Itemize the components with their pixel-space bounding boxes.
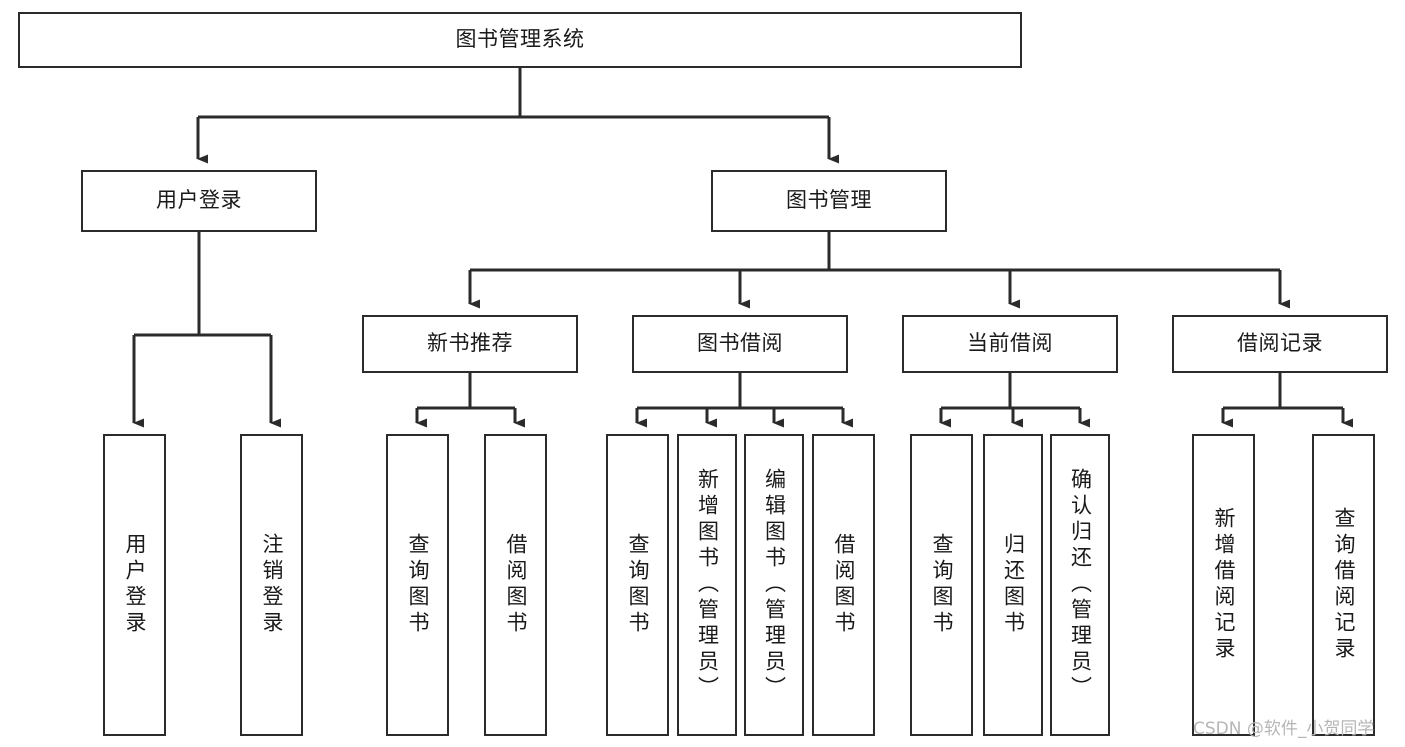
node-label: 注销登录 [260, 533, 284, 637]
node-new-book-recommend[interactable]: 新书推荐 [362, 315, 578, 373]
node-label: 新书推荐 [427, 331, 513, 356]
node-borrow-record[interactable]: 借阅记录 [1172, 315, 1388, 373]
node-label: 图书管理系统 [455, 27, 585, 52]
leaf-leaf-query-book-rec[interactable]: 查询图书 [386, 434, 449, 736]
node-book-manage[interactable]: 图书管理 [711, 170, 947, 232]
leaf-leaf-query-book-cur[interactable]: 查询图书 [910, 434, 973, 736]
connector-lines [132, 68, 1353, 428]
leaf-leaf-add-record[interactable]: 新增借阅记录 [1192, 434, 1255, 736]
node-label: 当前借阅 [967, 331, 1053, 356]
node-label: 新增图书（管理员） [695, 468, 720, 702]
node-label: 查询图书 [406, 533, 430, 637]
node-label: 查询图书 [930, 533, 954, 637]
node-label: 查询图书 [626, 533, 650, 637]
node-label: 查询借阅记录 [1332, 507, 1356, 663]
node-label: 借阅记录 [1237, 331, 1323, 356]
node-label: 借阅图书 [832, 533, 856, 637]
node-user-login[interactable]: 用户登录 [81, 170, 317, 232]
leaf-leaf-query-record[interactable]: 查询借阅记录 [1312, 434, 1375, 736]
node-label: 借阅图书 [504, 533, 528, 637]
leaf-leaf-user-login[interactable]: 用户登录 [103, 434, 166, 736]
leaf-leaf-return-book[interactable]: 归还图书 [983, 434, 1043, 736]
node-label: 用户登录 [123, 533, 147, 637]
leaf-leaf-edit-book[interactable]: 编辑图书（管理员） [744, 434, 804, 736]
leaf-leaf-query-book-borrow[interactable]: 查询图书 [606, 434, 669, 736]
node-label: 编辑图书（管理员） [762, 468, 787, 702]
node-label: 新增借阅记录 [1212, 507, 1236, 663]
node-label: 图书借阅 [697, 331, 783, 356]
node-book-borrow[interactable]: 图书借阅 [632, 315, 848, 373]
csdn-watermark: CSDN @软件_小贺同学 [1193, 719, 1375, 739]
leaf-leaf-confirm-return[interactable]: 确认归还（管理员） [1050, 434, 1110, 736]
leaf-leaf-borrow-book-rec[interactable]: 借阅图书 [484, 434, 547, 736]
node-label: 图书管理 [786, 188, 872, 213]
node-label: 归还图书 [1001, 533, 1026, 637]
leaf-leaf-user-logout[interactable]: 注销登录 [240, 434, 303, 736]
leaf-leaf-borrow-book[interactable]: 借阅图书 [812, 434, 875, 736]
node-root-图书管理系统[interactable]: 图书管理系统 [18, 12, 1022, 68]
leaf-leaf-add-book[interactable]: 新增图书（管理员） [677, 434, 737, 736]
node-label: 用户登录 [156, 188, 242, 213]
node-current-borrow[interactable]: 当前借阅 [902, 315, 1118, 373]
node-label: 确认归还（管理员） [1068, 468, 1093, 702]
